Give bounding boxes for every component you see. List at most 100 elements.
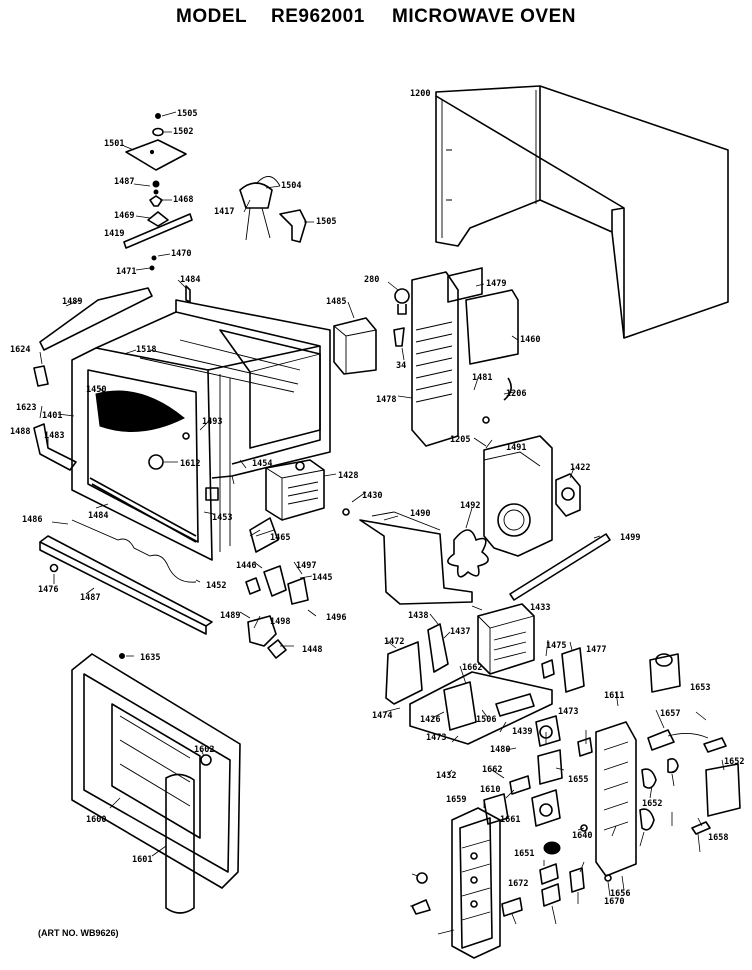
part-label: 1505: [177, 109, 197, 119]
part-label: 34: [396, 361, 406, 371]
transformer-assembly: [385, 603, 585, 745]
part-label: 1484: [180, 275, 200, 285]
part-number-labels: 1200 1505 1502 1501 1487 1468 1504 1417 …: [10, 89, 744, 907]
part-label: 1439: [512, 727, 532, 737]
part-label: 1497: [296, 561, 316, 571]
product-description: MICROWAVE OVEN: [392, 6, 576, 27]
part-label: 1473: [426, 733, 446, 743]
oven-cavity: [39, 285, 331, 561]
part-label: 1498: [270, 617, 290, 627]
part-label: 1658: [708, 833, 728, 843]
part-label: 1487: [114, 177, 134, 187]
part-label: 1432: [436, 771, 456, 781]
center-components: [333, 267, 519, 447]
part-label: 1488: [10, 427, 30, 437]
part-label: 1446: [236, 561, 256, 571]
part-label: 1200: [410, 89, 430, 99]
art-number: (ART NO. WB9626): [38, 928, 119, 938]
part-label: 1476: [38, 585, 58, 595]
part-label: 1652: [642, 799, 662, 809]
part-label: 1484: [88, 511, 108, 521]
part-label: 1502: [173, 127, 193, 137]
part-label: 1445: [312, 573, 332, 583]
magnetron-assembly: [245, 459, 350, 659]
part-label: 1505: [316, 217, 336, 227]
part-label: 1651: [514, 849, 534, 859]
part-label: 1426: [420, 715, 440, 725]
part-label: 1419: [104, 229, 124, 239]
part-label: 1454: [252, 459, 272, 469]
part-label: 1465: [270, 533, 290, 543]
part-label: 1496: [326, 613, 346, 623]
diagram-title: MODEL RE962001 MICROWAVE OVEN: [0, 6, 752, 32]
part-label: 1477: [586, 645, 606, 655]
part-label: 1428: [338, 471, 358, 481]
part-label: 1518: [136, 345, 156, 355]
part-label: 1612: [180, 459, 200, 469]
part-label: 1469: [114, 211, 134, 221]
part-label: 1206: [506, 389, 526, 399]
part-label: 1662: [482, 765, 502, 775]
part-label: 1430: [362, 491, 382, 501]
part-label: 1491: [506, 443, 526, 453]
model-number: RE962001: [271, 6, 365, 27]
top-small-parts: [123, 113, 307, 271]
part-label: 1478: [376, 395, 396, 405]
part-label: 1448: [302, 645, 322, 655]
part-label: 1479: [486, 279, 506, 289]
part-label: 1670: [604, 897, 624, 907]
part-label: 1672: [508, 879, 528, 889]
part-label: 1661: [500, 815, 520, 825]
leader-lines: [39, 111, 725, 935]
part-label: 1489: [62, 297, 82, 307]
part-label: 1453: [212, 513, 232, 523]
part-label: 1506: [476, 715, 496, 725]
left-side-parts: [33, 365, 213, 635]
part-label: 1493: [202, 417, 222, 427]
part-label: 1501: [104, 139, 124, 149]
part-label: 1656: [610, 889, 630, 899]
part-label: 1489: [220, 611, 240, 621]
part-label: 1422: [570, 463, 590, 473]
part-label: 1474: [372, 711, 392, 721]
part-label: 1487: [80, 593, 100, 603]
part-label: 1417: [214, 207, 234, 217]
control-panel-front: [411, 807, 501, 959]
part-label: 1504: [281, 181, 301, 191]
part-label: 1600: [86, 815, 106, 825]
part-label: 1438: [408, 611, 428, 621]
part-label: 1468: [173, 195, 193, 205]
part-label: 1655: [568, 775, 588, 785]
part-label: 1475: [546, 641, 566, 651]
part-label: 1635: [140, 653, 160, 663]
part-label: 1485: [326, 297, 346, 307]
part-label: 1610: [480, 785, 500, 795]
part-label: 1490: [410, 509, 430, 519]
part-label: 1480: [490, 745, 510, 755]
part-label: 1473: [558, 707, 578, 717]
part-label: 1492: [460, 501, 480, 511]
part-label: 1450: [86, 385, 106, 395]
part-label: 1623: [16, 403, 36, 413]
part-label: 1624: [10, 345, 30, 355]
part-label: 1640: [572, 831, 592, 841]
part-label: 1437: [450, 627, 470, 637]
part-label: 1205: [450, 435, 470, 445]
part-label: 1401: [42, 411, 62, 421]
fan-housing: [359, 435, 611, 605]
model-label: MODEL: [176, 6, 248, 27]
part-label: 1483: [44, 431, 64, 441]
part-label: 1601: [132, 855, 152, 865]
part-label: 1652: [724, 757, 744, 767]
part-label: 1499: [620, 533, 640, 543]
part-label: 1657: [660, 709, 680, 719]
part-label: 1653: [690, 683, 710, 693]
part-label: 1486: [22, 515, 42, 525]
part-label: 1662: [462, 663, 482, 673]
part-label: 1659: [446, 795, 466, 805]
part-label: 1452: [206, 581, 226, 591]
part-label: 1460: [520, 335, 540, 345]
outer-cabinet: [435, 85, 729, 339]
door-assembly: [71, 653, 241, 914]
